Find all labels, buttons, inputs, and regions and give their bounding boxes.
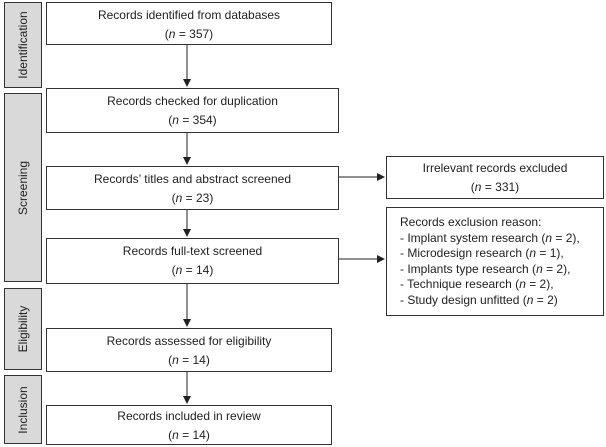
box-assessed-eligibility-count: (n = 14) <box>168 353 210 367</box>
box-included-review-count: (n = 14) <box>168 428 210 442</box>
stage-screening: Screening <box>4 93 42 282</box>
box-irrelevant-excluded-title: Irrelevant records excluded <box>422 161 568 175</box>
box-irrelevant-excluded-count: (n = 331) <box>470 180 520 194</box>
box-records-duplication-count: (n = 354) <box>168 113 217 127</box>
box-fulltext-screened-count: (n = 14) <box>171 263 214 277</box>
exclusion-reason-item: - Implants type research (n = 2), <box>400 261 571 276</box>
box-included-review: Records included in review (n = 14) <box>46 405 332 445</box>
exclusion-reasons-heading: Records exclusion reason: <box>400 215 542 229</box>
box-titles-abstract-screened-title: Records’ titles and abstract screened <box>94 172 291 186</box>
exclusion-reason-item: - Implant system research (n = 2), <box>400 230 580 245</box>
box-records-duplication: Records checked for duplication (n = 354… <box>46 88 339 133</box>
exclusion-reason-item: - Microdesign research (n = 1), <box>400 246 564 260</box>
box-assessed-eligibility-title: Records assessed for eligibility <box>106 334 272 348</box>
box-fulltext-screened-title: Records full-text screened <box>122 244 263 258</box>
stage-inclusion: Inclusion <box>4 375 42 444</box>
box-irrelevant-excluded: Irrelevant records excluded (n = 331) <box>386 156 604 199</box>
box-titles-abstract-screened-count: (n = 23) <box>171 191 214 205</box>
exclusion-reason-item: - Study design unfitted (n = 2) <box>400 292 558 307</box>
box-assessed-eligibility: Records assessed for eligibility (n = 14… <box>46 328 332 372</box>
box-records-duplication-title: Records checked for duplication <box>107 94 278 108</box>
box-exclusion-reasons: Records exclusion reason: - Implant syst… <box>386 207 604 316</box>
box-fulltext-screened: Records full-text screened (n = 14) <box>46 238 339 284</box>
exclusion-reason-item: - Technique research (n = 2), <box>400 277 554 291</box>
box-records-identified-title: Records identified from databases <box>97 8 281 22</box>
box-titles-abstract-screened: Records’ titles and abstract screened (n… <box>46 166 339 210</box>
box-records-identified-count: (n = 357) <box>164 27 214 41</box>
box-records-identified: Records identified from databases (n = 3… <box>46 2 332 45</box>
box-included-review-title: Records included in review <box>117 409 261 423</box>
stage-identification: Identification <box>4 2 42 88</box>
stage-eligibility: Eligibility <box>4 288 42 370</box>
